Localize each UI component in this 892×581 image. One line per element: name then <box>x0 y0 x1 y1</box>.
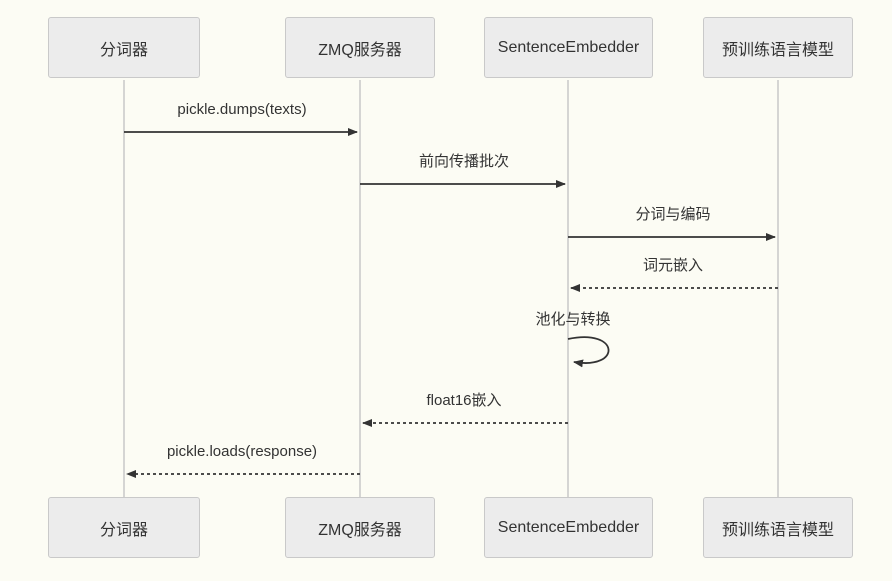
message-label-token-embeddings: 词元嵌入 <box>642 257 704 274</box>
actor-box-sentence-embedder-bottom: SentenceEmbedder <box>484 497 653 558</box>
actor-label-zmq-server: ZMQ服务器 <box>318 41 402 59</box>
actor-box-pretrained-lm-top: 预训练语言模型 <box>703 17 853 78</box>
message-label-forward-batch: 前向传播批次 <box>418 153 510 170</box>
actor-box-sentence-embedder-top: SentenceEmbedder <box>484 17 653 78</box>
actor-label-pretrained-lm: 预训练语言模型 <box>721 41 834 59</box>
actor-box-pretrained-lm-bottom: 预训练语言模型 <box>703 497 853 558</box>
actor-box-tokenizer-bottom: 分词器 <box>48 497 200 558</box>
actor-label-pretrained-lm: 预训练语言模型 <box>721 521 834 539</box>
actor-box-zmq-server-bottom: ZMQ服务器 <box>285 497 435 558</box>
message-label-pickle-loads: pickle.loads(response) <box>166 443 318 460</box>
message-label-pickle-dumps: pickle.dumps(texts) <box>177 101 307 118</box>
actor-label-tokenizer: 分词器 <box>99 521 148 539</box>
actor-box-zmq-server-top: ZMQ服务器 <box>285 17 435 78</box>
actor-label-tokenizer: 分词器 <box>99 41 148 59</box>
actor-label-sentence-embedder: SentenceEmbedder <box>497 38 640 56</box>
message-label-tokenize-encode: 分词与编码 <box>635 206 711 223</box>
actor-label-zmq-server: ZMQ服务器 <box>318 521 402 539</box>
message-label-float16-embeddings: float16嵌入 <box>426 392 502 409</box>
self-loop-arrow-pooling <box>567 336 610 368</box>
actor-box-tokenizer-top: 分词器 <box>48 17 200 78</box>
message-label-pooling-transform: 池化与转换 <box>535 311 611 328</box>
actor-label-sentence-embedder: SentenceEmbedder <box>497 518 640 536</box>
